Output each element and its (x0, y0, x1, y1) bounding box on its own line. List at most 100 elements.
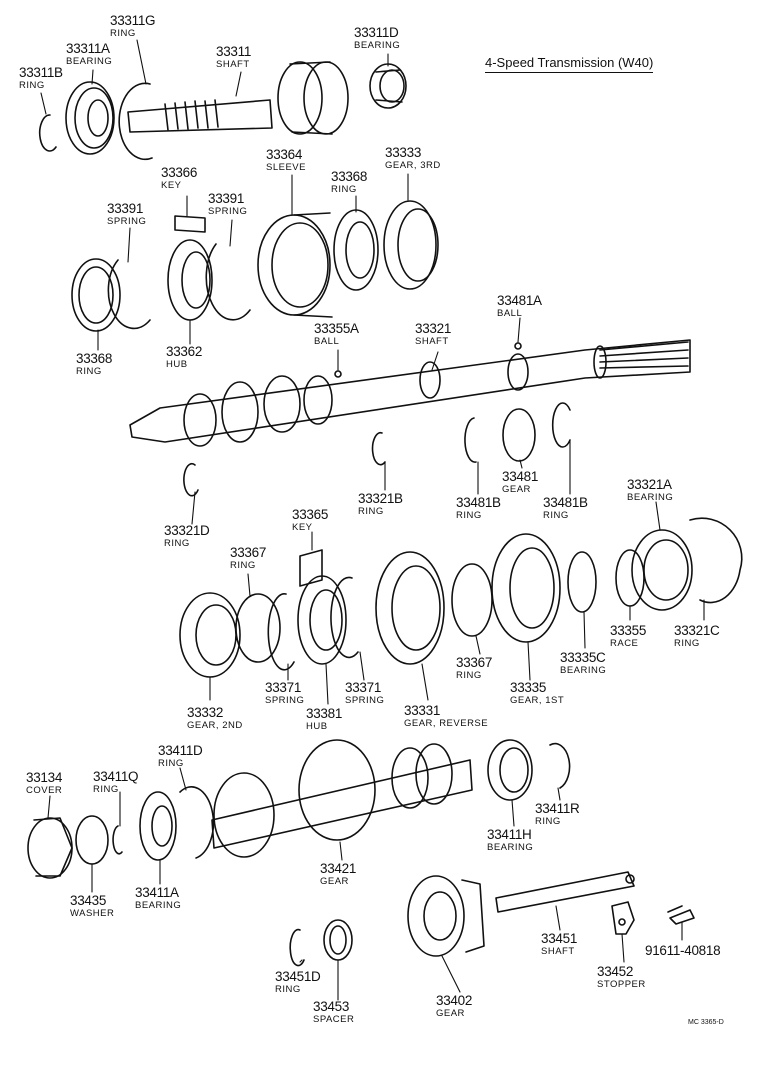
part-number: 33481 (502, 469, 539, 484)
callout-33411D[interactable]: 33411D RING (158, 744, 203, 768)
callout-33311A[interactable]: 33311A BEARING (66, 42, 112, 66)
callout-33452[interactable]: 33452 STOPPER (597, 965, 646, 989)
part-name: KEY (161, 179, 182, 191)
diagram-title: 4-Speed Transmission (W40) (485, 55, 654, 73)
part-name: SPACER (313, 1013, 355, 1025)
callout-33311D[interactable]: 33311D BEARING (354, 26, 400, 50)
part-number: 33371 (265, 680, 302, 695)
callout-33391-right[interactable]: 33391 SPRING (208, 192, 247, 216)
callout-91611-40818[interactable]: 91611-40818 (645, 944, 721, 958)
part-name: GEAR (436, 1007, 465, 1019)
callout-33355A[interactable]: 33355A BALL (314, 322, 359, 346)
part-number: 33311B (19, 65, 63, 80)
part-name: SHAFT (541, 945, 575, 957)
callout-33331[interactable]: 33331 GEAR, REVERSE (404, 704, 488, 728)
part-name: RING (158, 757, 184, 769)
callout-33453[interactable]: 33453 SPACER (313, 1000, 354, 1024)
callout-33311[interactable]: 33311 SHAFT (216, 45, 251, 69)
part-name: SHAFT (415, 335, 449, 347)
part-name: RING (456, 669, 482, 681)
drawing-code: MC 3365-D (688, 1019, 724, 1026)
callout-33333[interactable]: 33333 GEAR, 3RD (385, 146, 441, 170)
part-number: 33481B (456, 495, 501, 510)
callout-33391-left[interactable]: 33391 SPRING (107, 202, 146, 226)
part-number: 33335 (510, 680, 547, 695)
part-number: 33321D (164, 523, 210, 538)
callout-33335[interactable]: 33335 GEAR, 1ST (510, 681, 564, 705)
callout-33335C[interactable]: 33335C BEARING (560, 651, 606, 675)
callout-33332[interactable]: 33332 GEAR, 2ND (187, 706, 243, 730)
callout-33321[interactable]: 33321 SHAFT (415, 322, 451, 346)
callout-33321A[interactable]: 33321A BEARING (627, 478, 673, 502)
callout-33381[interactable]: 33381 HUB (306, 707, 342, 731)
callout-33321B[interactable]: 33321B RING (358, 492, 403, 516)
part-number: 33453 (313, 999, 350, 1014)
part-name: BEARING (560, 664, 607, 676)
callout-33481B-right[interactable]: 33481B RING (543, 496, 588, 520)
callout-33481B-left[interactable]: 33481B RING (456, 496, 501, 520)
callout-33368-lower[interactable]: 33368 RING (76, 352, 112, 376)
callout-33362[interactable]: 33362 HUB (166, 345, 202, 369)
part-number: 33411Q (93, 769, 139, 784)
callout-33421[interactable]: 33421 GEAR (320, 862, 356, 886)
part-name: SHAFT (216, 58, 250, 70)
callout-33364[interactable]: 33364 SLEEVE (266, 148, 306, 172)
callout-33321C[interactable]: 33321C RING (674, 624, 720, 648)
part-number: 33311A (66, 41, 110, 56)
part-number: 33368 (331, 169, 368, 184)
callout-33311B[interactable]: 33311B RING (19, 66, 63, 90)
part-name: BEARING (135, 899, 182, 911)
callout-33311G[interactable]: 33311G RING (110, 13, 156, 38)
part-name: RING (164, 537, 190, 549)
part-number: 33332 (187, 705, 224, 720)
callout-33411Q[interactable]: 33411Q RING (93, 769, 139, 794)
callout-33411R[interactable]: 33411R RING (535, 802, 580, 826)
part-name: GEAR, 2ND (187, 719, 243, 731)
part-name: RING (230, 559, 256, 571)
part-name: BALL (314, 335, 340, 347)
callout-33368-upper[interactable]: 33368 RING (331, 170, 367, 194)
part-number: 33311G (110, 13, 156, 28)
part-number: 33367 (230, 545, 267, 560)
part-number: 33321B (358, 491, 403, 506)
part-number: 33411R (535, 801, 580, 816)
part-name: RING (674, 637, 700, 649)
callout-33371-right[interactable]: 33371 SPRING (345, 681, 384, 705)
part-number: 33451D (275, 969, 321, 984)
callout-33451[interactable]: 33451 SHAFT (541, 932, 577, 956)
callout-33481A[interactable]: 33481A BALL (497, 294, 542, 318)
callout-33366[interactable]: 33366 KEY (161, 166, 197, 190)
part-name: RING (543, 509, 569, 521)
callout-33367-left[interactable]: 33367 RING (230, 546, 266, 570)
part-number: 33481B (543, 495, 588, 510)
part-name: WASHER (70, 907, 115, 919)
callout-33411A[interactable]: 33411A BEARING (135, 886, 181, 910)
part-name: SLEEVE (266, 161, 306, 173)
part-name: RACE (610, 637, 639, 649)
part-number: 33365 (292, 507, 329, 522)
part-number: 33411H (487, 827, 532, 842)
part-name: GEAR (320, 875, 349, 887)
callout-33365[interactable]: 33365 KEY (292, 508, 328, 532)
callout-33451D[interactable]: 33451D RING (275, 970, 321, 994)
callout-33321D[interactable]: 33321D RING (164, 524, 210, 548)
callout-33134[interactable]: 33134 COVER (26, 771, 62, 795)
callout-33371-left[interactable]: 33371 SPRING (265, 681, 304, 705)
callout-33481[interactable]: 33481 GEAR (502, 470, 538, 494)
callout-33402[interactable]: 33402 GEAR (436, 994, 472, 1018)
callout-33367-right[interactable]: 33367 RING (456, 656, 492, 680)
callout-33411H[interactable]: 33411H BEARING (487, 828, 533, 852)
part-name: RING (358, 505, 384, 517)
part-number: 33321C (674, 623, 720, 638)
callout-33355[interactable]: 33355 RACE (610, 624, 646, 648)
part-number: 33391 (107, 201, 144, 216)
callout-33435[interactable]: 33435 WASHER (70, 894, 114, 918)
part-name: BEARING (487, 841, 534, 853)
part-name: RING (535, 815, 561, 827)
part-number: 33368 (76, 351, 113, 366)
part-number: 33381 (306, 706, 343, 721)
part-name: RING (456, 509, 482, 521)
part-name: BEARING (66, 55, 113, 67)
